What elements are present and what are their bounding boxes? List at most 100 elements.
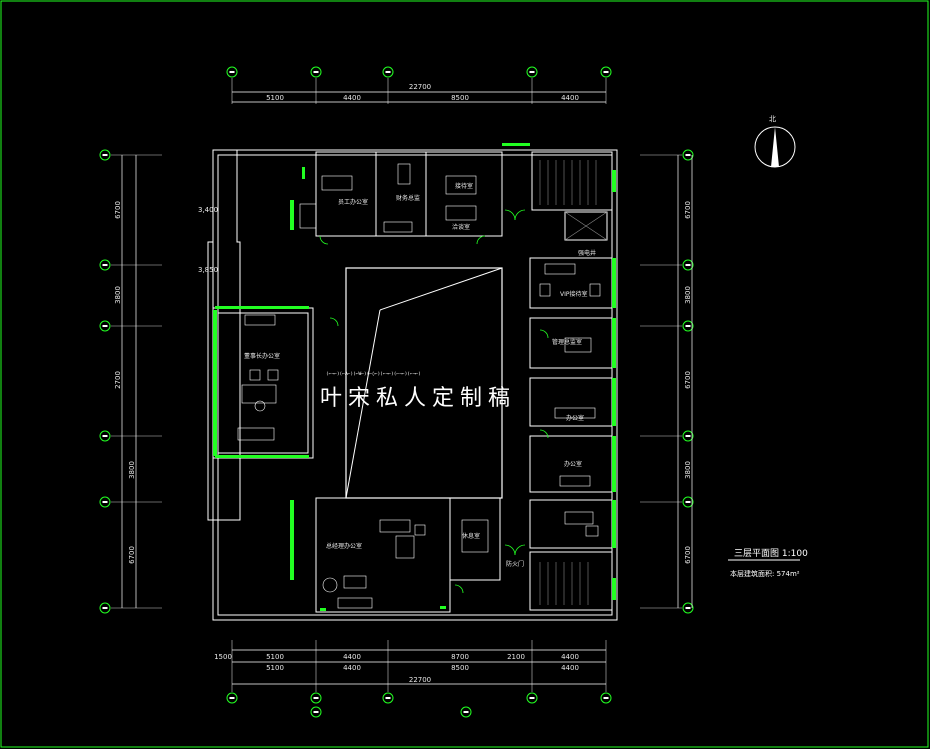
bottom-r1-6: 4400 [561,653,579,661]
bottom-r1-5: 2100 [507,653,525,661]
bottom-axis-bubble-1 [310,692,322,704]
left-axis-bubble-3 [99,430,111,442]
north-arrow: 北 [754,115,796,168]
room-gm-office: 总经理办公室 [326,542,362,550]
right-axis-bubble-2-mark [685,325,691,327]
right-axis-bubble-5-mark [685,607,691,609]
room-meeting: 接待室 [455,182,473,190]
bottom-axis-bubble-0-mark [229,697,235,699]
door-swings [319,209,549,594]
right-axis-bubble-1 [682,259,694,271]
top-seg-4: 4400 [561,94,579,102]
bottom-r2-1: 5100 [266,664,284,672]
left-axis-bubble-1-mark [102,264,108,266]
bottom-r2-4: 4400 [561,664,579,672]
bottom-axis-bubble-4 [600,692,612,704]
bottom-r1-2: 5100 [266,653,284,661]
left-axis-bubble-1 [99,259,111,271]
top-axis-bubble-3 [526,66,538,78]
top-axis-bubble-1-mark [313,71,319,73]
left-seg-1: 6700 [114,201,122,219]
right-axis-bubble-0-mark [685,154,691,156]
plan-title: 三层平面图 1:100 [734,548,808,559]
window-markers [213,143,616,611]
left-seg-5: 6700 [128,546,136,564]
bottom-r2-3: 8500 [451,664,469,672]
north-label: 北 [769,115,776,123]
left-small-1: 3,400 [198,206,218,214]
top-axis-bubble-0 [226,66,238,78]
room-electric: 强电井 [578,249,596,257]
left-axis-bubbles [99,149,162,614]
room-labels: 员工办公室 财务总监 接待室 洽谈室 董事长办公室 VIP接待室 管理总监室 办… [244,182,596,568]
bottom-axis-bubbles [226,640,612,718]
right-seg-1: 6700 [684,201,692,219]
plan-title-block: 三层平面图 1:100 本层建筑面积: 574m² [728,548,808,578]
bottom-axis-bubble-3-mark [529,697,535,699]
room-lounge: 休息室 [462,532,480,540]
right-axis-bubble-3 [682,430,694,442]
top-axis-bubble-0-mark [229,71,235,73]
right-axis-bubble-1-mark [685,264,691,266]
bottom-r1-4: 8700 [451,653,469,661]
left-axis-bubble-2 [99,320,111,332]
left-seg-3: 2700 [114,371,122,389]
room-fire-door: 防火门 [506,560,524,568]
bottom-r1-3: 4400 [343,653,361,661]
right-seg-3: 6700 [684,371,692,389]
bottom-axis-bubble-1-mark [313,697,319,699]
left-axis-bubble-2-mark [102,325,108,327]
bottom-axis-bubble-3 [526,692,538,704]
bottom-r2-2: 4400 [343,664,361,672]
bottom-total-dim: 22700 [409,676,431,684]
right-axis-bubble-4-mark [685,501,691,503]
room-office-1: 办公室 [566,414,584,422]
room-reception: 洽谈室 [452,223,470,231]
right-axis-bubble-5 [682,602,694,614]
right-axis-bubble-2 [682,320,694,332]
room-staff-office: 员工办公室 [338,198,368,206]
right-axis-bubble-4 [682,496,694,508]
furniture [237,163,601,609]
plan-area: 本层建筑面积: 574m² [730,569,800,578]
watermark-tag: (⌐¬⌐)(⌐A⌐)(⌐W⌐)(⌐◊⌐)(⌐¬⌐)(⌐¬⌐)(⌐¬⌐) [326,371,421,377]
right-axis-bubble-3-mark [685,435,691,437]
right-seg-4: 3800 [684,461,692,479]
right-seg-5: 6700 [684,546,692,564]
left-axis-bubble-5-mark [102,607,108,609]
bottom-axis-bubble-2-mark [385,697,391,699]
bottom-axis-extra-1-mark [463,711,469,713]
room-finance: 财务总监 [396,194,420,202]
top-axis-bubble-2-mark [385,71,391,73]
top-axis-bubble-4-mark [603,71,609,73]
left-axis-bubble-3-mark [102,435,108,437]
top-seg-3: 8500 [451,94,469,102]
top-axis-bubble-1 [310,66,322,78]
top-total-dim: 22700 [409,83,431,91]
right-axis-bubbles [640,149,694,614]
top-axis-bubble-3-mark [529,71,535,73]
bottom-r1-1: 1500 [214,653,232,661]
left-seg-2: 3800 [114,286,122,304]
bottom-axis-bubble-4-mark [603,697,609,699]
top-axis-bubble-2 [382,66,394,78]
left-axis-bubble-5 [99,602,111,614]
room-chairman-office: 董事长办公室 [244,352,280,360]
top-axis-bubble-4 [600,66,612,78]
top-seg-2: 4400 [343,94,361,102]
left-axis-bubble-4 [99,496,111,508]
dimension-lines [121,91,693,685]
bottom-axis-extra-1 [460,706,472,718]
room-manager: 管理总监室 [552,338,582,346]
bottom-axis-extra-0-mark [313,711,319,713]
bottom-axis-extra-0 [310,706,322,718]
right-seg-2: 3800 [684,286,692,304]
room-office-2: 办公室 [564,460,582,468]
bottom-axis-bubble-0 [226,692,238,704]
right-axis-bubble-0 [682,149,694,161]
watermark-text: 叶宋私人定制稿 [320,386,516,411]
bottom-axis-bubble-2 [382,692,394,704]
left-axis-bubble-0-mark [102,154,108,156]
